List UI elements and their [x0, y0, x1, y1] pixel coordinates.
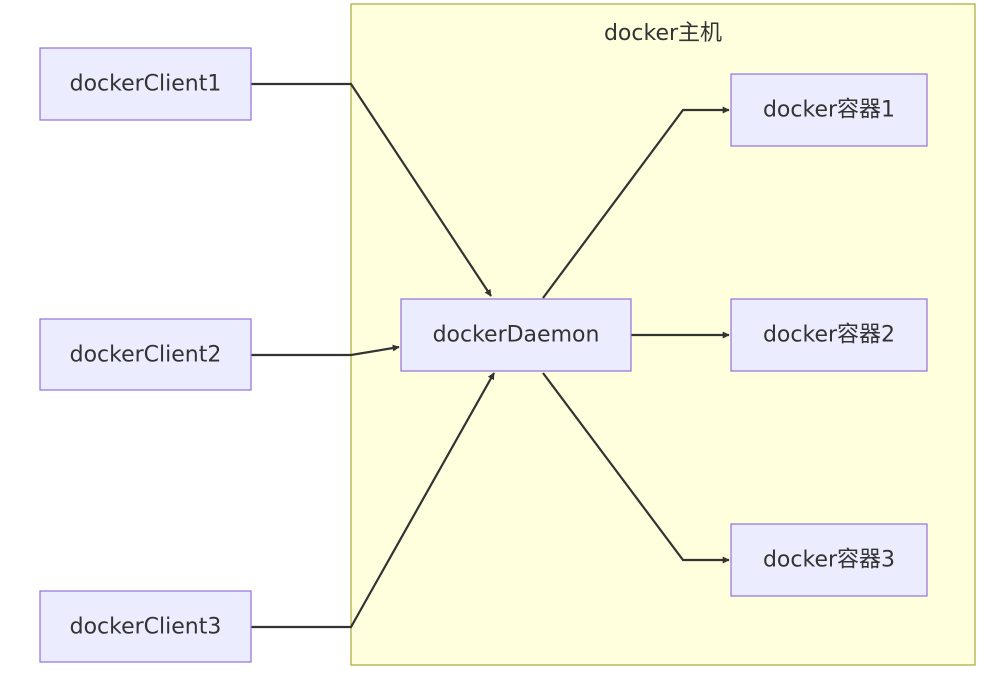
node-docker-client-1[interactable]: dockerClient1: [39, 47, 252, 121]
node-label: dockerClient3: [70, 615, 222, 640]
node-box: [39, 590, 252, 663]
edge-client3-to-daemon: [251, 372, 495, 629]
node-box: [39, 47, 252, 121]
node-box: [400, 298, 632, 372]
node-docker-client-3[interactable]: dockerClient3: [39, 590, 252, 663]
node-label: dockerClient1: [70, 72, 222, 97]
node-box: [730, 298, 928, 372]
node-box: [39, 318, 252, 391]
edges: [251, 82, 730, 629]
node-docker-client-2[interactable]: dockerClient2: [39, 318, 252, 391]
edge-daemon-to-container3: [542, 372, 730, 564]
node-label: dockerDaemon: [433, 323, 600, 348]
node-label: dockerClient2: [70, 343, 222, 368]
node-docker-daemon[interactable]: dockerDaemon: [400, 298, 632, 372]
node-label: docker容器3: [763, 548, 895, 573]
node-label: docker容器2: [763, 323, 895, 348]
edge-client1-to-daemon: [251, 82, 492, 297]
node-box: [730, 73, 928, 147]
node-docker-container-1[interactable]: docker容器1: [730, 73, 928, 147]
node-box: [730, 523, 928, 597]
node-docker-container-3[interactable]: docker容器3: [730, 523, 928, 597]
edge-client2-to-daemon: [251, 344, 400, 357]
node-label: docker容器1: [763, 98, 895, 123]
node-docker-container-2[interactable]: docker容器2: [730, 298, 928, 372]
edge-daemon-to-container1: [542, 106, 730, 299]
cluster-title: docker主机: [604, 21, 722, 46]
